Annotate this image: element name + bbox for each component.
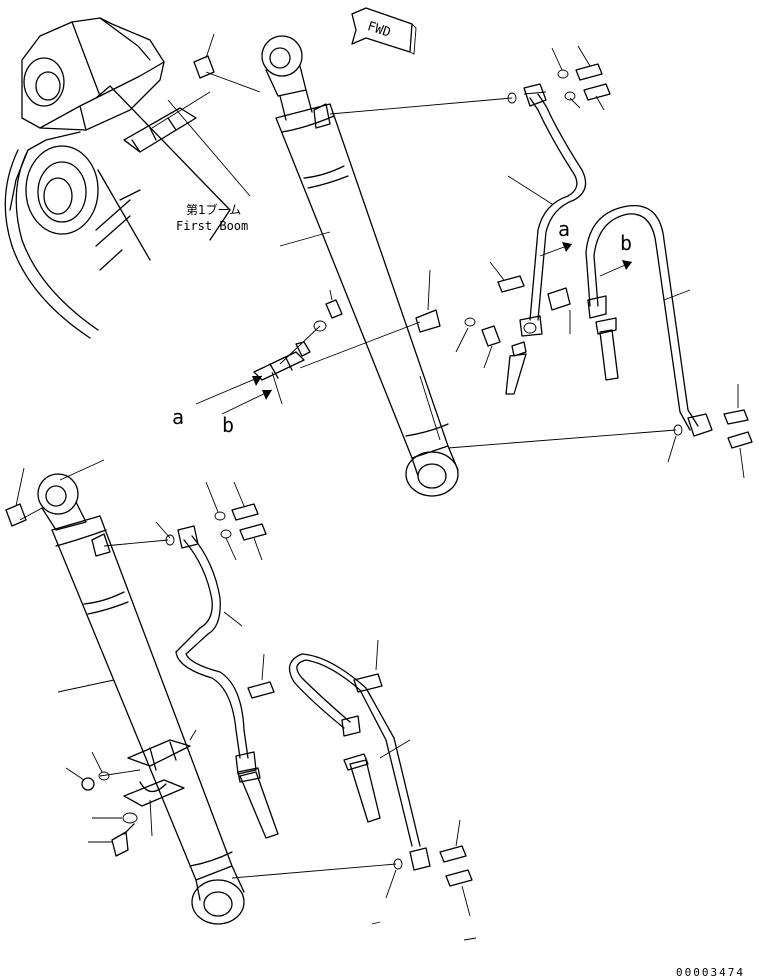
- drawing-number: 00003474: [676, 966, 745, 979]
- lower-boom-cylinder: [5, 459, 245, 925]
- upper-pipe-b: [447, 205, 713, 449]
- fwd-arrow-tag: FWD: [351, 7, 417, 55]
- arrows-left: a b: [172, 375, 273, 437]
- lower-pipe-1: [103, 525, 257, 775]
- fwd-label: FWD: [365, 19, 392, 41]
- upper-pipe-a: [329, 83, 587, 337]
- arrow-a-left-label: a: [172, 405, 184, 429]
- arrow-b-upper-label: b: [620, 231, 632, 255]
- bolts-washers-upper-right: [455, 45, 753, 479]
- clamp-assembly-lower: [65, 729, 197, 857]
- bolts-washers-middle-left: [155, 481, 477, 941]
- arrow-b-left-label: b: [222, 413, 234, 437]
- arrows-upper: a b: [539, 217, 633, 277]
- boom-label-jp: 第1ブーム: [186, 202, 241, 217]
- boom-label-en: First Boom: [176, 219, 248, 233]
- clamp-assembly-upper: [253, 269, 441, 405]
- first-boom-bracket: [4, 17, 261, 339]
- upper-boom-cylinder: [261, 35, 459, 497]
- lower-pipe-2: [231, 653, 431, 879]
- arrow-a-upper-label: a: [558, 217, 570, 241]
